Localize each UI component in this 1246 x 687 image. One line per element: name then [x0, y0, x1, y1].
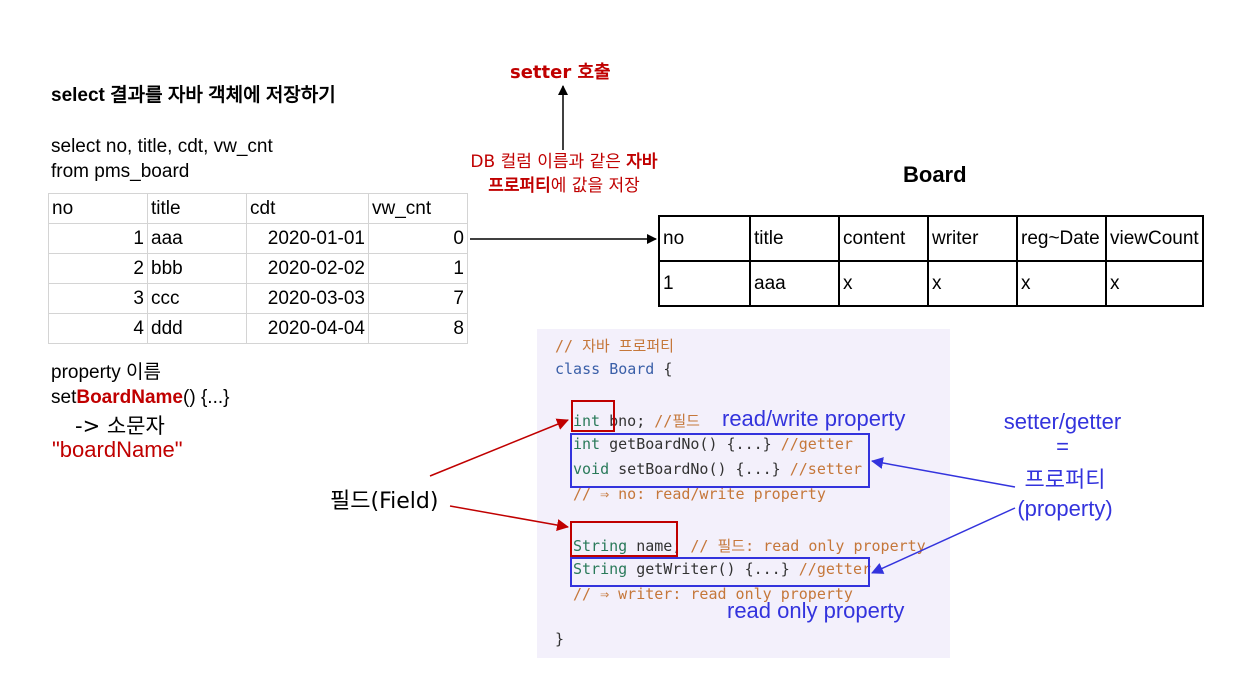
code-line-8: String getWriter() {...} //getter — [573, 560, 872, 578]
cell: aaa — [749, 260, 840, 307]
property-en-text: (property) — [1017, 496, 1113, 521]
code-line-1: // 자바 프로퍼티 — [555, 337, 674, 355]
header-cell: content — [838, 215, 929, 262]
sql-line-2: from pms_board — [51, 161, 190, 182]
field-arrow-name — [449, 505, 569, 531]
code-line-4: int getBoardNo() {...} //getter — [573, 435, 853, 453]
result-table-header: no title cdt vw_cnt — [48, 193, 468, 224]
code-panel: // 자바 프로퍼티 class Board { int bno; //필드 i… — [537, 329, 950, 658]
property-arrow-getter — [871, 507, 1016, 574]
cell: x — [838, 260, 929, 307]
db-note: DB 컬럼 이름과 같은 자바 프로퍼티에 값을 저장 — [430, 150, 698, 198]
cell: ddd — [147, 313, 247, 344]
property-note-line-1: property 이름 — [51, 361, 161, 383]
field-label: 필드(Field) — [330, 489, 439, 514]
property-note: property 이름 setBoardName() {...} — [51, 360, 229, 410]
code-line-7: String name; // 필드: read only property — [573, 537, 926, 555]
header-cell: viewCount — [1105, 215, 1204, 262]
code-line-3: int bno; //필드 — [573, 412, 700, 430]
field-box-bno — [571, 400, 615, 432]
db-note-line-1: DB 컬럼 이름과 같은 자바 — [470, 152, 658, 172]
header-cell: title — [749, 215, 840, 262]
header-cell: vw_cnt — [368, 193, 468, 224]
equals-sign: = — [1056, 434, 1069, 459]
cell: 1 — [368, 253, 468, 284]
cell: x — [1105, 260, 1204, 307]
table-row: 1 aaa 2020-01-01 0 — [48, 223, 468, 254]
cell: 2 — [48, 253, 148, 284]
table-row: 1 aaa x x x x — [658, 260, 1204, 307]
lowercase-note: -> 소문자 — [75, 414, 165, 438]
header-cell: no — [658, 215, 751, 262]
cell: 1 — [48, 223, 148, 254]
code-line-9: // ⇒ writer: read only property — [573, 585, 853, 603]
sql-line-1: select no, title, cdt, vw_cnt — [51, 136, 273, 157]
read-write-label: read/write property — [722, 406, 906, 431]
board-header-row: no title content writer reg~Date viewCou… — [658, 215, 1204, 262]
field-box-name — [570, 521, 678, 557]
accessor-box-bno — [570, 433, 870, 488]
cell: 7 — [368, 283, 468, 314]
cell: 2020-04-04 — [246, 313, 369, 344]
cell: 8 — [368, 313, 468, 344]
table-row: 4 ddd 2020-04-04 8 — [48, 313, 468, 344]
setter-getter-text: setter/getter — [1003, 409, 1122, 434]
cell: 1 — [658, 260, 751, 307]
setter-call-label: setter 호출 — [510, 62, 611, 83]
table-row: 3 ccc 2020-03-03 7 — [48, 283, 468, 314]
board-table: no title content writer reg~Date viewCou… — [658, 215, 1204, 307]
header-cell: reg~Date — [1016, 215, 1107, 262]
property-arrow-setter — [871, 457, 1016, 488]
cell: 2020-01-01 — [246, 223, 369, 254]
accessor-box-writer — [570, 557, 870, 587]
code-line-10: } — [555, 630, 565, 648]
property-ko-text: 프로퍼티 — [1024, 468, 1106, 493]
table-row: 2 bbb 2020-02-02 1 — [48, 253, 468, 284]
board-title: Board — [903, 162, 967, 187]
property-name-example: "boardName" — [52, 437, 183, 462]
header-cell: no — [48, 193, 148, 224]
property-note-line-2: setBoardName() {...} — [51, 387, 230, 408]
header-cell: writer — [927, 215, 1018, 262]
property-note-right: 프로퍼티 (property) — [985, 467, 1145, 523]
cell: 2020-02-02 — [246, 253, 369, 284]
cell: bbb — [147, 253, 247, 284]
db-note-line-2: 프로퍼티에 값을 저장 — [488, 176, 640, 196]
cell: aaa — [147, 223, 247, 254]
cell: 2020-03-03 — [246, 283, 369, 314]
page-title: select 결과를 자바 객체에 저장하기 — [51, 85, 336, 106]
setter-getter-note: setter/getter = — [975, 409, 1150, 459]
field-arrow-bno — [429, 418, 569, 477]
header-cell: title — [147, 193, 247, 224]
read-only-label: read only property — [727, 598, 905, 623]
code-line-2: class Board { — [555, 360, 673, 378]
cell: x — [927, 260, 1018, 307]
cell: 4 — [48, 313, 148, 344]
sql-query: select no, title, cdt, vw_cnt from pms_b… — [51, 134, 273, 184]
code-line-6: // ⇒ no: read/write property — [573, 485, 826, 503]
code-line-5: void setBoardNo() {...} //setter — [573, 460, 862, 478]
result-table: no title cdt vw_cnt 1 aaa 2020-01-01 0 2… — [48, 193, 468, 344]
cell: x — [1016, 260, 1107, 307]
